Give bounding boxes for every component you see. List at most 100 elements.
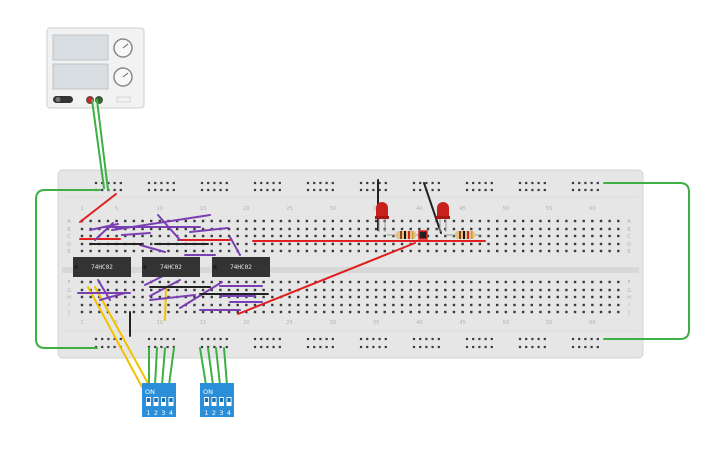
breadboard-hole[interactable] xyxy=(496,249,499,253)
rail-hole[interactable] xyxy=(260,181,263,185)
green-wires[interactable] xyxy=(35,99,690,386)
rail-hole[interactable] xyxy=(596,337,599,341)
breadboard-hole[interactable] xyxy=(219,242,222,246)
breadboard-hole[interactable] xyxy=(331,288,335,292)
breadboard-hole[interactable] xyxy=(210,249,213,253)
breadboard-hole[interactable] xyxy=(314,288,317,292)
breadboard-hole[interactable] xyxy=(262,288,265,292)
breadboard-hole[interactable] xyxy=(392,303,395,307)
rail-hole[interactable] xyxy=(366,337,369,341)
rail-hole[interactable] xyxy=(490,337,493,341)
breadboard-hole[interactable] xyxy=(314,242,317,246)
breadboard-hole[interactable] xyxy=(392,219,395,223)
breadboard-hole[interactable] xyxy=(80,280,84,284)
breadboard-hole[interactable] xyxy=(340,249,343,253)
breadboard-hole[interactable] xyxy=(124,295,127,299)
rail-hole[interactable] xyxy=(166,181,169,185)
breadboard-hole[interactable] xyxy=(435,295,438,299)
rail-hole[interactable] xyxy=(113,345,116,349)
rail-hole[interactable] xyxy=(319,188,322,192)
breadboard-hole[interactable] xyxy=(279,280,283,284)
breadboard-hole[interactable] xyxy=(496,295,499,299)
rail-hole[interactable] xyxy=(147,337,151,341)
breadboard-hole[interactable] xyxy=(323,227,326,231)
breadboard-hole[interactable] xyxy=(271,219,274,223)
breadboard-hole[interactable] xyxy=(565,295,568,299)
breadboard-hole[interactable] xyxy=(487,280,490,284)
rail-hole[interactable] xyxy=(113,188,116,192)
breadboard-hole[interactable] xyxy=(210,303,213,307)
breadboard-hole[interactable] xyxy=(513,288,516,292)
breadboard-hole[interactable] xyxy=(106,280,110,284)
breadboard-hole[interactable] xyxy=(305,249,309,253)
breadboard-hole[interactable] xyxy=(141,288,144,292)
breadboard-hole[interactable] xyxy=(158,303,162,307)
breadboard-hole[interactable] xyxy=(348,310,352,314)
breadboard-hole[interactable] xyxy=(323,219,326,223)
rail-hole[interactable] xyxy=(543,181,546,185)
breadboard-hole[interactable] xyxy=(314,227,317,231)
breadboard-hole[interactable] xyxy=(556,295,559,299)
breadboard-hole[interactable] xyxy=(115,295,118,299)
breadboard-hole[interactable] xyxy=(565,288,568,292)
breadboard-hole[interactable] xyxy=(530,249,533,253)
breadboard-hole[interactable] xyxy=(348,288,352,292)
breadboard-hole[interactable] xyxy=(591,234,594,238)
breadboard-hole[interactable] xyxy=(158,310,162,314)
breadboard-hole[interactable] xyxy=(158,280,162,284)
breadboard-hole[interactable] xyxy=(132,219,136,223)
rail-hole[interactable] xyxy=(306,188,310,192)
breadboard-hole[interactable] xyxy=(444,295,447,299)
rail-hole[interactable] xyxy=(278,345,281,349)
breadboard-hole[interactable] xyxy=(366,234,369,238)
rail-hole[interactable] xyxy=(378,181,381,185)
breadboard-hole[interactable] xyxy=(582,249,585,253)
breadboard-hole[interactable] xyxy=(426,234,430,238)
breadboard-hole[interactable] xyxy=(262,303,265,307)
breadboard-hole[interactable] xyxy=(167,234,170,238)
rail-hole[interactable] xyxy=(372,188,375,192)
breadboard-hole[interactable] xyxy=(513,295,516,299)
rail-hole[interactable] xyxy=(272,337,275,341)
rail-hole[interactable] xyxy=(537,345,540,349)
breadboard-hole[interactable] xyxy=(487,234,490,238)
breadboard-hole[interactable] xyxy=(340,227,343,231)
breadboard-hole[interactable] xyxy=(193,303,196,307)
breadboard-hole[interactable] xyxy=(305,280,309,284)
rail-hole[interactable] xyxy=(431,188,434,192)
rail-hole[interactable] xyxy=(200,345,204,349)
breadboard-hole[interactable] xyxy=(167,310,170,314)
rail-hole[interactable] xyxy=(219,181,222,185)
breadboard-hole[interactable] xyxy=(150,288,153,292)
breadboard-hole[interactable] xyxy=(236,288,239,292)
breadboard-hole[interactable] xyxy=(582,219,585,223)
breadboard-hole[interactable] xyxy=(297,295,300,299)
breadboard-hole[interactable] xyxy=(297,219,300,223)
rail-hole[interactable] xyxy=(525,181,528,185)
breadboard-hole[interactable] xyxy=(409,219,412,223)
breadboard-hole[interactable] xyxy=(591,295,594,299)
breadboard-hole[interactable] xyxy=(210,310,213,314)
rail-hole[interactable] xyxy=(213,337,216,341)
breadboard-hole[interactable] xyxy=(461,303,464,307)
breadboard-hole[interactable] xyxy=(184,280,187,284)
breadboard-hole[interactable] xyxy=(305,234,309,238)
breadboard-hole[interactable] xyxy=(470,295,473,299)
breadboard-hole[interactable] xyxy=(513,219,516,223)
breadboard-hole[interactable] xyxy=(478,280,482,284)
breadboard-hole[interactable] xyxy=(487,242,490,246)
breadboard-hole[interactable] xyxy=(521,249,525,253)
breadboard-hole[interactable] xyxy=(357,227,360,231)
breadboard-hole[interactable] xyxy=(245,234,248,238)
rail-hole[interactable] xyxy=(384,188,387,192)
breadboard-hole[interactable] xyxy=(348,295,352,299)
breadboard-hole[interactable] xyxy=(132,227,136,231)
breadboard-hole[interactable] xyxy=(262,310,265,314)
breadboard-hole[interactable] xyxy=(444,227,447,231)
breadboard-hole[interactable] xyxy=(374,310,378,314)
rail-hole[interactable] xyxy=(596,181,599,185)
breadboard-hole[interactable] xyxy=(521,242,525,246)
breadboard-hole[interactable] xyxy=(383,303,386,307)
rail-hole[interactable] xyxy=(478,337,481,341)
